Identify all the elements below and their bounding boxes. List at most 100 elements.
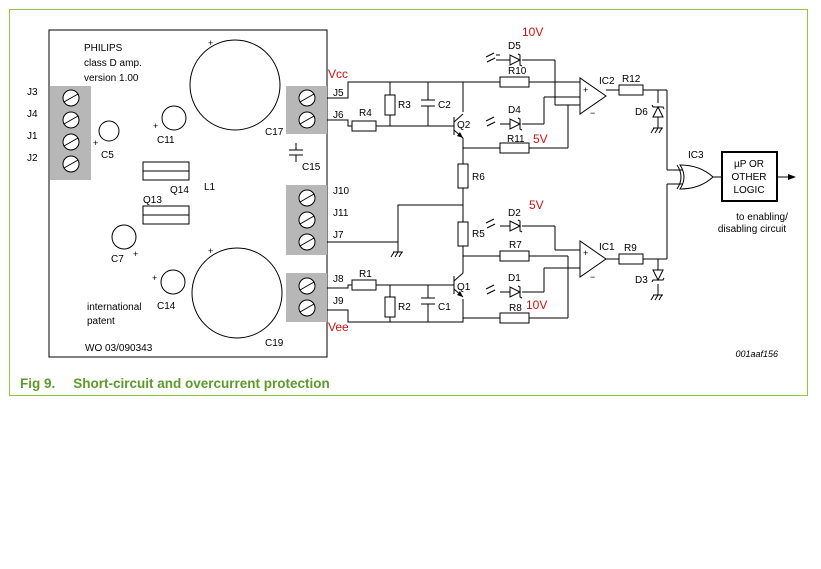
r5-label: R5 [472,229,485,240]
output-note-1: to enabling/ [736,212,788,223]
c15-capacitor [289,143,303,162]
j6-label: J6 [333,110,344,121]
d5-voltage: 10V [522,25,543,39]
d1-zener-diode [485,284,523,299]
c14-capacitor [160,269,186,295]
c17-label: C17 [265,127,284,138]
c14-label: C14 [157,301,176,312]
left-terminal-screws [62,89,80,173]
r4-label: R4 [359,108,372,119]
c7-label: C7 [111,254,124,265]
upper-wiring [327,59,685,264]
logic-output-arrow [777,174,796,180]
d6-label: D6 [635,107,648,118]
r1-resistor [351,279,377,291]
r8-label: R8 [509,303,522,314]
caption-title: Short-circuit and overcurrent protection [73,376,330,391]
d5-zener-diode [485,52,523,67]
terminal-j4-label: J4 [27,109,38,120]
d3-zener-diode [650,269,665,301]
d5-label: D5 [508,41,521,52]
d2-voltage: 5V [529,198,544,212]
figure-frame [9,9,808,396]
j11-label: J11 [333,208,349,219]
ic1-label: IC1 [599,242,615,253]
d3-label: D3 [635,275,648,286]
c2-label: C2 [438,100,451,111]
svg-text:+: + [583,85,588,95]
q1-label: Q1 [457,282,471,293]
c1-capacitor [421,297,435,305]
r11-resistor [499,142,530,154]
r4-resistor [351,120,377,132]
logic-line-2: OTHER [732,172,767,183]
c2-capacitor [421,99,435,107]
c5-capacitor [98,120,120,142]
figure-caption: Fig 9. Short-circuit and overcurrent prot… [20,376,330,391]
svg-text:+: + [153,121,158,131]
q13-label: Q13 [143,195,162,206]
j5-label: J5 [333,88,344,99]
circuit-diagram: PHILIPS class D amp. version 1.00 intern… [27,25,796,359]
caption-number: Fig 9. [20,376,56,391]
patent-label-1: international [87,302,141,313]
d2-label: D2 [508,208,521,219]
c7-capacitor [111,224,137,250]
svg-text:−: − [590,108,595,118]
figure-code: 001aaf156 [735,349,778,359]
l1-label: L1 [204,182,216,193]
svg-text:+: + [93,138,98,148]
svg-text:−: − [590,272,595,282]
vcc-label: Vcc [328,67,348,81]
logic-box [721,151,778,202]
r3-resistor [384,94,396,116]
d4-label: D4 [508,105,521,116]
c17-capacitor [189,39,281,131]
logic-line-1: µP OR [734,159,764,170]
r1-label: R1 [359,269,372,280]
c19-label: C19 [265,338,284,349]
j7-ground-wiring [327,204,463,258]
j8-label: J8 [333,274,344,285]
d4-zener-diode [485,116,523,131]
r9-resistor [618,253,644,265]
r12-resistor [618,84,644,96]
r10-resistor [499,76,530,88]
terminal-j3-label: J3 [27,87,38,98]
svg-text:+: + [152,273,157,283]
c1-label: C1 [438,302,451,313]
r5-resistor [457,221,469,247]
j7-label: J7 [333,230,344,241]
r2-label: R2 [398,302,411,313]
d2-zener-diode [485,218,523,233]
r6-label: R6 [472,172,485,183]
right-terminal-screws [298,89,316,317]
q2-label: Q2 [457,120,471,131]
ic2-opamp [579,77,607,115]
svg-text:+: + [583,248,588,258]
lower-wiring [327,183,685,323]
j9-label: J9 [333,296,344,307]
wo-number-label: WO 03/090343 [85,343,153,354]
q14-label: Q14 [170,185,189,196]
brand-label: PHILIPS [84,43,123,54]
r9-label: R9 [624,243,637,254]
svg-text:+: + [208,246,213,256]
ic3-or-gate [679,164,714,190]
product-label: class D amp. [84,58,142,69]
ic1-opamp [579,240,607,278]
logic-line-3: LOGIC [733,185,764,196]
r2-resistor [384,296,396,318]
r7-resistor [499,250,530,262]
d6-zener-diode [650,104,665,134]
svg-text:+: + [133,249,138,259]
output-note-2: disabling circuit [718,224,787,235]
r7-label: R7 [509,240,522,251]
d1-voltage: 10V [526,298,547,312]
terminal-j2-label: J2 [27,153,38,164]
c5-label: C5 [101,150,114,161]
c19-capacitor [191,247,283,339]
version-label: version 1.00 [84,73,139,84]
svg-text:+: + [208,38,213,48]
d4-voltage: 5V [533,132,548,146]
